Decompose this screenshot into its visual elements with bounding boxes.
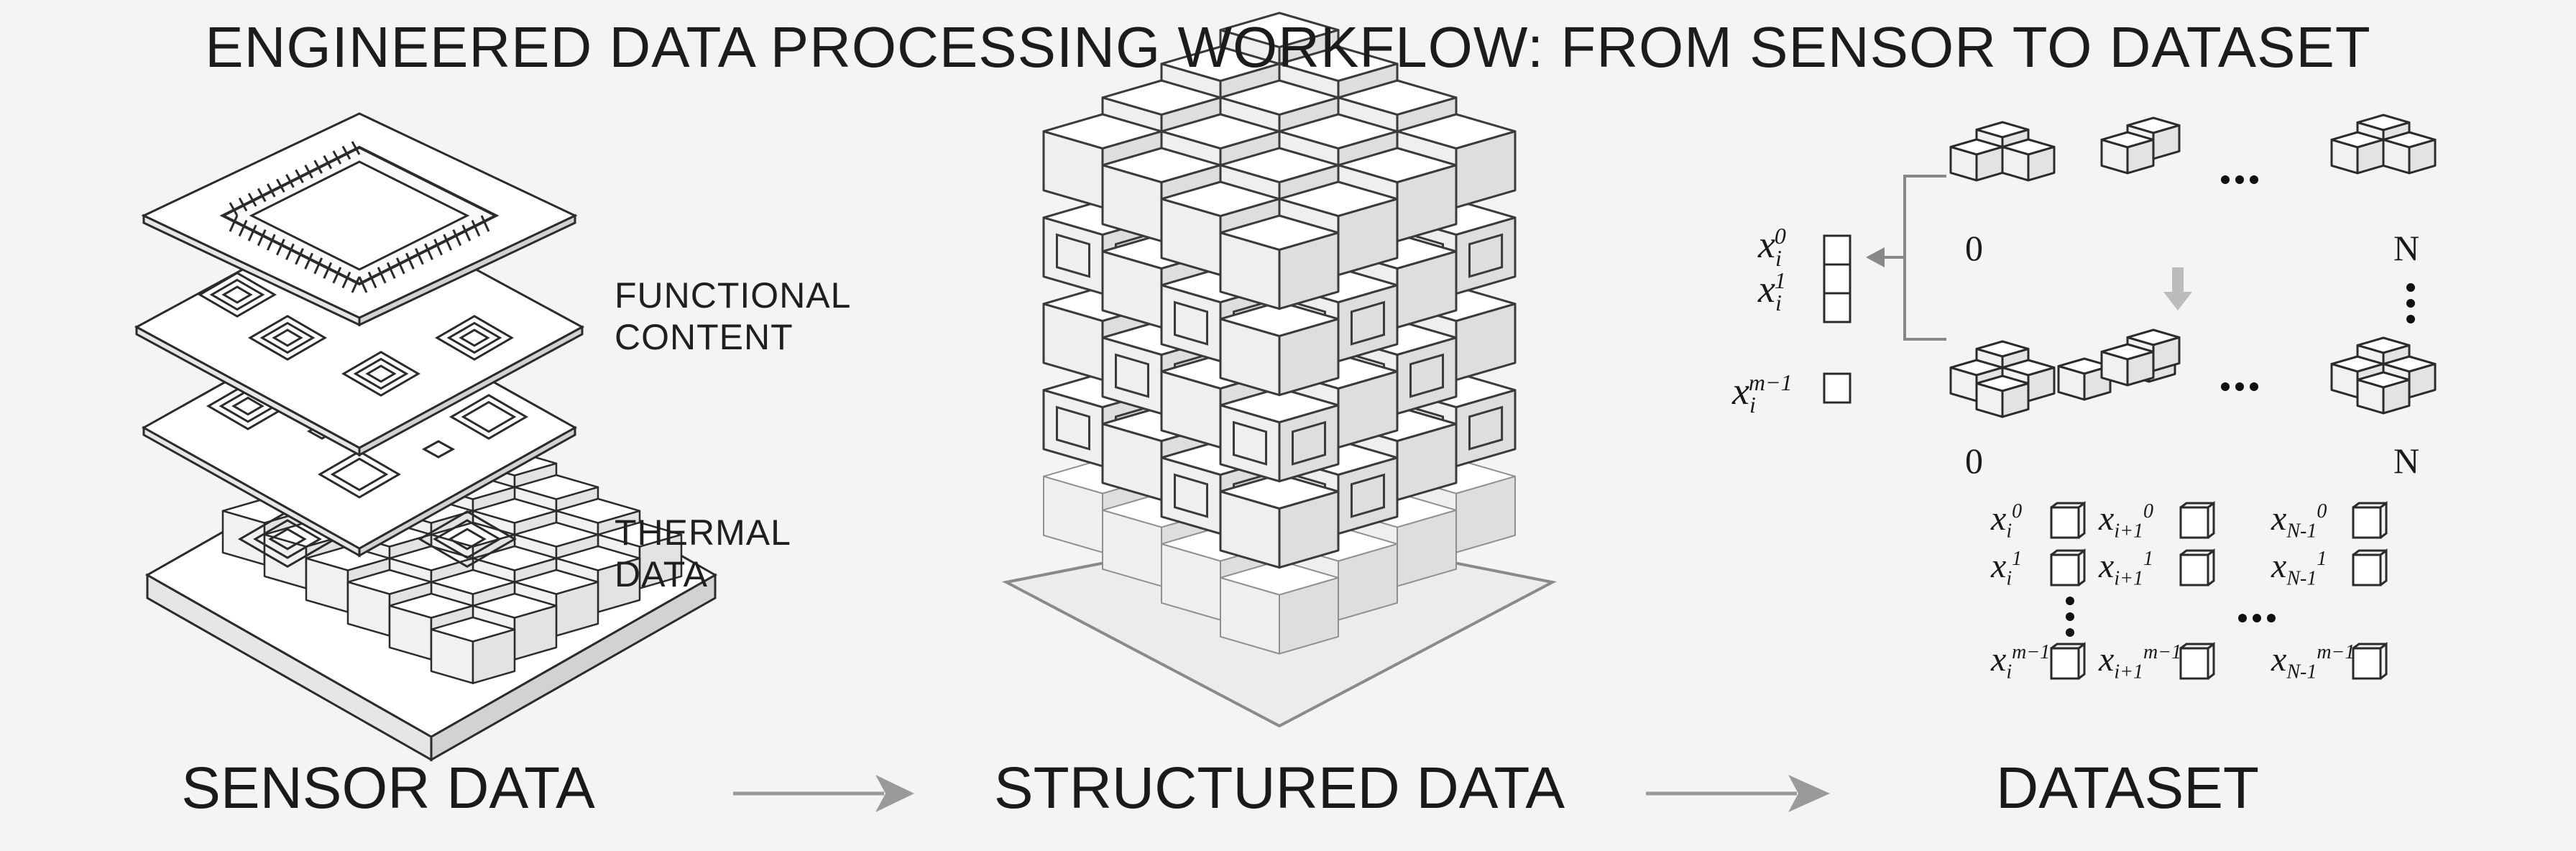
feature-box-m — [1824, 374, 1850, 402]
matrix-cell-label: xN-1m−1 — [2271, 643, 2355, 683]
structured-cell — [1220, 216, 1338, 309]
matrix-cell-label: xN-10 — [2271, 502, 2327, 542]
functional-label-line2: CONTENT — [615, 316, 851, 358]
index-first-bottom: 0 — [1965, 443, 1983, 479]
bracket-arrow-head — [1866, 247, 1885, 267]
index-last-top: N — [2393, 230, 2419, 266]
matrix-cell-label: xi+10 — [2099, 502, 2153, 542]
cube — [1977, 376, 2028, 417]
matrix-cell-label: xi0 — [1991, 502, 2022, 542]
matrix-cell-icon — [2051, 503, 2084, 538]
ellipsis-matrix-horizontal — [2238, 614, 2276, 622]
matrix-cell-icon — [2353, 644, 2386, 678]
feature-box-1 — [1824, 264, 1850, 293]
structured-cube-illustration — [1006, 13, 1552, 726]
index-first-top: 0 — [1965, 230, 1983, 266]
stage-label-sensor: SENSOR DATA — [144, 759, 632, 818]
structured-cell — [1220, 474, 1338, 568]
feature-box-2 — [1824, 293, 1850, 322]
cube — [2102, 132, 2153, 173]
thermal-label-line1: THERMAL — [615, 512, 791, 553]
matrix-cell-label: xi+11 — [2099, 549, 2153, 589]
thermal-label-line2: DATA — [615, 553, 791, 595]
matrix-cell-icon — [2181, 644, 2214, 678]
stage-label-dataset: DATASET — [1926, 759, 2329, 818]
feature-box-0 — [1824, 236, 1850, 264]
cube — [431, 617, 515, 684]
matrix-cell-icon — [2181, 551, 2214, 585]
ellipsis-top — [2221, 175, 2258, 184]
matrix-cell-label: xi1 — [1991, 549, 2022, 589]
down-arrow-shaft — [2172, 267, 2184, 293]
structured-cell — [1220, 388, 1338, 482]
sensor-layers-illustration — [137, 114, 715, 760]
feature-x1-label: xi1 — [1758, 269, 1786, 314]
dataset-illustration — [1824, 115, 2435, 678]
cube — [2332, 132, 2383, 173]
bracket — [1905, 176, 1946, 339]
cube — [1951, 139, 2002, 180]
down-arrow-head — [2163, 292, 2192, 310]
cube — [2102, 344, 2153, 385]
matrix-cell-icon — [2051, 551, 2084, 585]
matrix-cell-icon — [2353, 503, 2386, 538]
cube — [2002, 139, 2054, 180]
structured-cell — [1220, 561, 1338, 654]
thermal-label: THERMAL DATA — [615, 512, 791, 595]
cube — [2383, 132, 2435, 173]
functional-label: FUNCTIONAL CONTENT — [615, 275, 851, 358]
diagram-title: ENGINEERED DATA PROCESSING WORKFLOW: FRO… — [0, 19, 2576, 76]
ellipsis-matrix-vertical — [2066, 597, 2074, 637]
ellipsis-vertical — [2406, 283, 2415, 323]
matrix-cell-icon — [2051, 644, 2084, 678]
functional-label-line1: FUNCTIONAL — [615, 275, 851, 316]
ellipsis-middle — [2221, 382, 2258, 391]
matrix-cell-label: xim−1 — [1991, 643, 2050, 683]
matrix-cell-label: xi+1m−1 — [2099, 643, 2181, 683]
matrix-cell-icon — [2181, 503, 2214, 538]
matrix-cell-icon — [2353, 551, 2386, 585]
index-last-bottom: N — [2393, 443, 2419, 479]
structured-cell — [1220, 302, 1338, 395]
cube — [2358, 372, 2409, 413]
stage-label-structured: STRUCTURED DATA — [992, 759, 1567, 818]
feature-x0-label: xi0 — [1758, 224, 1786, 270]
matrix-cell-label: xN-11 — [2271, 549, 2327, 589]
feature-xm-label: xim−1 — [1732, 371, 1793, 416]
